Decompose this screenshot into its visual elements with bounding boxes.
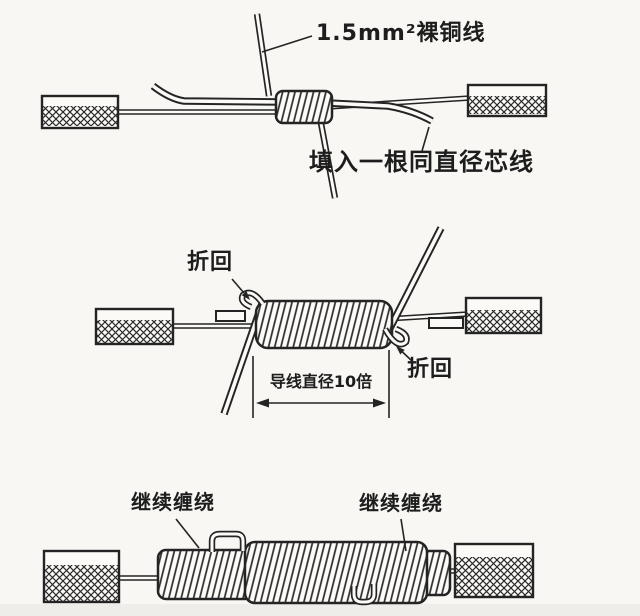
leader-fold-right-arrow [396, 346, 405, 355]
leader-continue-right [400, 518, 407, 552]
leader-fold-left [231, 278, 245, 294]
scan-shadow-strip [0, 604, 640, 616]
step2-drawing [94, 226, 543, 418]
folded-end-right [428, 317, 464, 329]
label-continue-wrapping-right: 继续缠绕 [359, 491, 443, 515]
left-cable-hatch [45, 565, 118, 601]
step1-drawing [40, 13, 548, 199]
coil-wrap-step1 [274, 89, 334, 125]
coil-wrap-middle-section [243, 540, 429, 605]
label-continue-wrapping-left: 继续缠绕 [131, 490, 215, 514]
leader-fold-left-arrow [241, 291, 250, 300]
dim-arrow-right [373, 398, 386, 408]
left-cable-hatch [97, 320, 172, 343]
folded-end-left [215, 310, 246, 322]
coil-wrap-left-section [156, 548, 255, 601]
left-cable-hatch [43, 106, 117, 126]
dim-arrow-left [256, 398, 269, 408]
right-cable-hatch [456, 557, 532, 596]
leader-filler-wire-label [421, 126, 430, 152]
label-fold-back-left: 折回 [187, 250, 234, 275]
step3-drawing [42, 518, 535, 606]
label-winding-length: 导线直径10倍 [269, 372, 373, 391]
coil-wrap-step2 [254, 299, 394, 350]
leader-continue-left [175, 518, 200, 549]
right-cable-hatch [469, 96, 545, 114]
leader-binding-wire-label [261, 35, 313, 53]
label-fold-back-right: 折回 [407, 357, 454, 382]
label-binding-wire-spec: 1.5mm²裸铜线 [316, 21, 486, 46]
leader-fold-right [401, 351, 413, 362]
label-filler-wire: 填入一根同直径芯线 [309, 148, 534, 176]
right-cable-hatch [467, 310, 540, 332]
